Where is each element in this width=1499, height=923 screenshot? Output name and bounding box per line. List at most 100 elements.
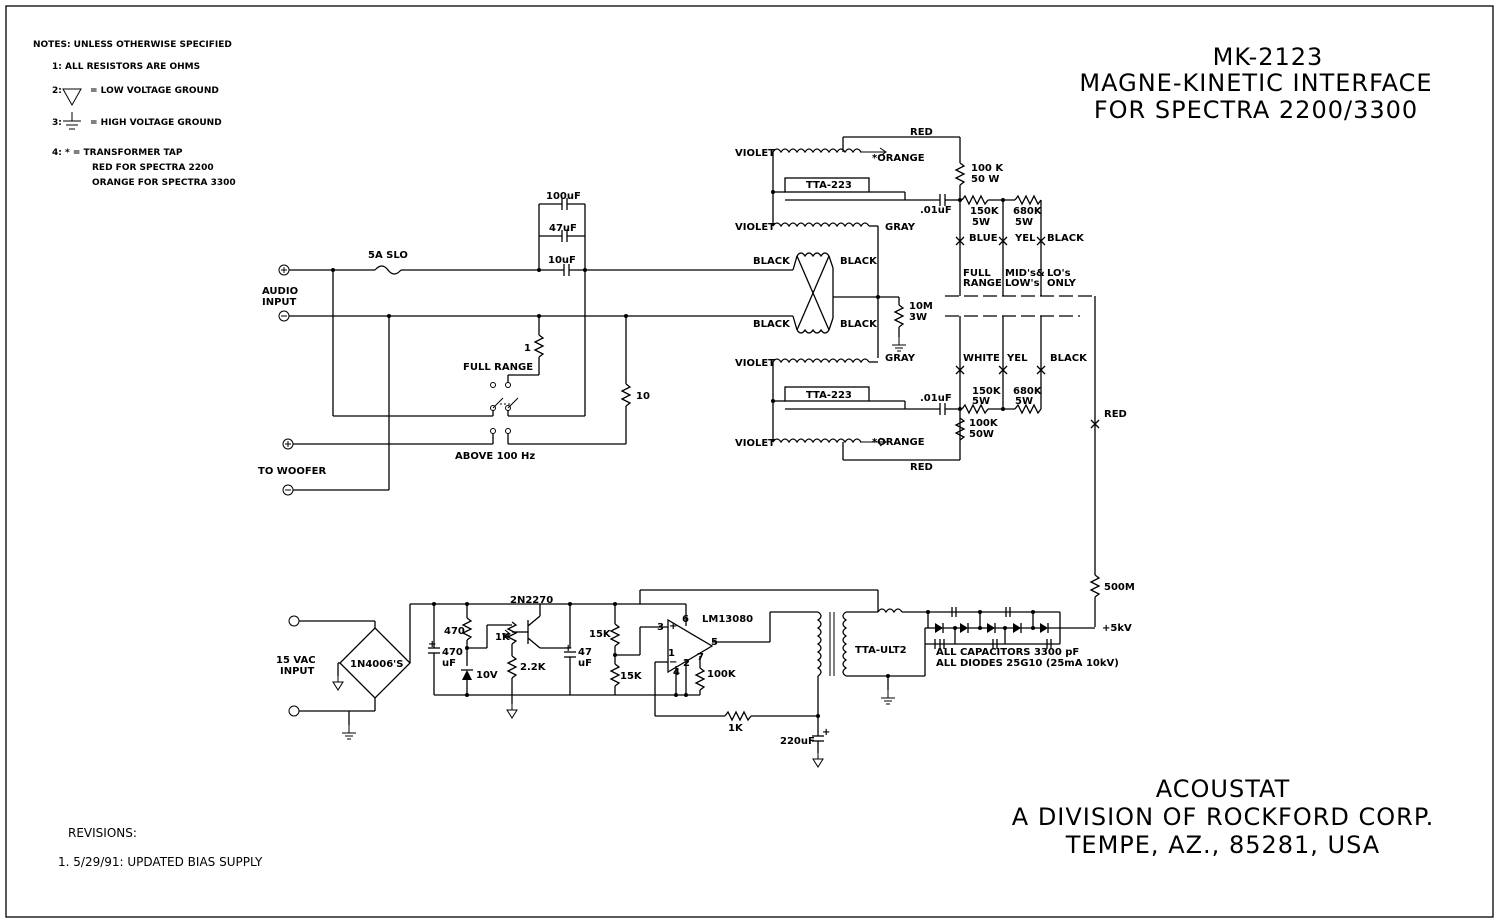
upper-secondary-coil-1 [772,148,862,154]
lower-secondary-coil-2 [772,438,862,444]
black-label-lower: BLACK [1050,353,1088,364]
los-label-2: ONLY [1047,278,1077,289]
r22k-label: 2.2K [520,662,547,673]
caps-note: ALL CAPACITORS 3300 pF [936,647,1079,658]
r10m-label-1: 10M [909,301,933,312]
above-100hz-label: ABOVE 100 Hz [455,451,535,462]
r15k-upper [609,623,621,647]
r150k-upper [961,194,989,206]
r470-label: 470 [444,626,465,637]
upper-connectors [955,236,1046,246]
c220-ground-icon [812,752,824,768]
diodes-note: ALL DIODES 25G10 (25mA 10kV) [936,658,1119,669]
note-1: 1: ALL RESISTORS ARE OHMS [52,62,200,72]
c470-uf: uF [442,658,456,669]
primary-black-br: BLACK [840,319,878,330]
title-line-2: FOR SPECTRA 2200/3300 [1094,96,1418,124]
r1-resistor [533,334,545,358]
tta-ult2-label: TTA-ULT2 [855,645,907,656]
red-label-upper: RED [910,127,933,138]
c220-plus: + [822,727,830,738]
note-2: = LOW VOLTAGE GROUND [90,86,219,96]
pin6-label: 6 [682,614,689,625]
notes-header: NOTES: UNLESS OTHERWISE SPECIFIED [33,40,232,50]
r150k-lower-label: 150K [972,386,1002,397]
primary-black-bl: BLACK [753,319,791,330]
orange-tap-upper: *ORANGE [872,153,925,164]
voltage-multiplier [925,607,1095,649]
blue-label: BLUE [969,233,998,244]
r470-resistor [461,617,473,641]
note-4b: ORANGE FOR SPECTRA 3300 [92,178,236,188]
transformer-section: BLACK BLACK BLACK BLACK VIOLET RED *ORAN… [735,127,1135,634]
c47b-uf: uF [578,658,592,669]
note-3: = HIGH VOLTAGE GROUND [90,118,222,128]
violet-label-3: VIOLET [735,358,775,369]
bridge-lv-ground-icon [332,675,344,691]
audio-input-label-2: INPUT [262,297,297,308]
zener-label: 10V [476,670,498,681]
plus5kv-label: +5kV [1102,623,1132,634]
c100-label: 100uF [546,191,581,202]
fuse-icon [374,265,402,275]
r500m-label: 500M [1104,582,1135,593]
r680k-lower [1014,403,1042,415]
r680k-upper [1014,194,1042,206]
pin3-label: 3 [657,622,664,633]
primary-black-tl: BLACK [753,256,791,267]
r100k-lower [954,417,966,441]
orange-tap-lower: *ORANGE [872,437,925,448]
mids-label-2: LOW's [1005,278,1040,289]
vac-label-2: INPUT [280,666,315,677]
r100k-upper-label-1: 100 K [971,163,1004,174]
yel-label-upper: YEL [1014,233,1036,244]
r500m-resistor [1089,574,1101,598]
r680k-upper-w: 5W [1015,217,1033,228]
r100k-upper-label-2: 50 W [971,174,999,185]
violet-label-1: VIOLET [735,148,775,159]
vac-label-1: 15 VAC [276,655,316,666]
c470-plus: + [428,639,436,650]
output-transformer-secondary [842,611,848,677]
pot-1k-label: 1K [495,632,511,643]
vac-terminal-2 [288,705,300,717]
hv-ground-icon [891,336,907,352]
primary-black-tr: BLACK [840,256,878,267]
c47b-plus: + [564,643,572,654]
revisions-header: REVISIONS: [68,826,137,840]
r150k-lower-w: 5W [972,396,990,407]
r10-resistor [620,383,632,407]
c470-label: 470 [442,647,463,658]
r150k-lower [961,403,989,415]
r22k-resistor [506,655,518,679]
violet-label-2: VIOLET [735,222,775,233]
high-voltage-ground-icon [63,112,81,130]
tta223-upper [784,177,870,193]
c47-label: 47uF [549,223,577,234]
yel-label-lower: YEL [1006,353,1028,364]
c01-upper-label: .01uF [920,205,952,216]
r1-label: 1 [524,343,531,354]
r100k-lower-label-2: 50W [969,429,994,440]
range-switch[interactable] [490,382,519,434]
opamp-plus: + [669,621,677,632]
c47b-label: 47 [578,647,592,658]
r10m-resistor [893,304,905,328]
r1k-feedback-label: 1K [728,723,744,734]
note-2-num: 2: [52,86,62,96]
gray-label-upper: GRAY [885,222,916,233]
note-3-num: 3: [52,118,62,128]
r150k-upper-label: 150K [970,206,1000,217]
r100k-bias [694,667,706,691]
notes-block: NOTES: UNLESS OTHERWISE SPECIFIED 1: ALL… [33,40,236,188]
low-voltage-ground-icon [62,88,82,107]
violet-label-4: VIOLET [735,438,775,449]
pot-1k[interactable] [506,621,518,645]
lower-secondary-coil-1 [772,358,870,364]
vac-terminal-1 [288,615,300,627]
bridge-label: 1N4006'S [350,659,403,670]
pot-ground-icon [506,703,518,719]
title-block: MK-2123 MAGNE-KINETIC INTERFACE FOR SPEC… [1079,43,1431,124]
mids-label-1: MID's& [1005,268,1045,279]
